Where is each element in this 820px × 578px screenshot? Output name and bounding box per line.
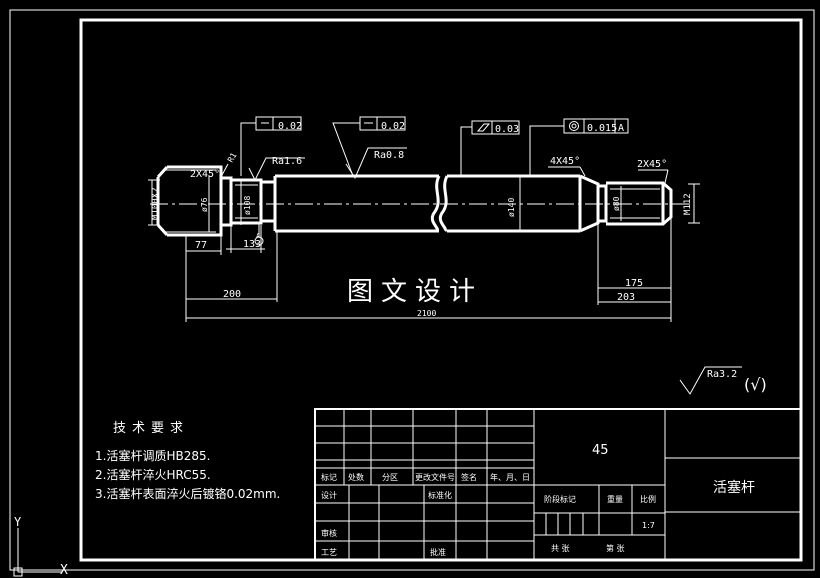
tb-label-total: 共 张 (551, 544, 570, 553)
tb-label-zone: 分区 (382, 473, 398, 482)
dim-m112: M112 (683, 193, 693, 215)
piston-rod-outline (156, 165, 673, 237)
tb-scale-value: 1:7 (642, 521, 655, 530)
dim-dia76: ø76 (200, 197, 209, 212)
tb-label-mark: 标记 (321, 472, 337, 482)
tolerance-4: 0.015 (587, 123, 617, 134)
tb-material: 45 (592, 443, 609, 458)
drawing-annotations: 0.02 0.02 0.03 0.015 A Ra1.6 Ra0.8 2X45°… (151, 121, 693, 318)
tb-label-approve: 批准 (430, 547, 446, 557)
tb-label-standardize: 标准化 (428, 490, 452, 500)
general-roughness: Ra3.2 (707, 369, 737, 380)
tb-label-date: 年、月、日 (490, 472, 530, 482)
tech-req-item-2: 2.活塞杆淬火HRC55. (95, 467, 211, 482)
outer-border (9, 9, 815, 571)
roughness-ra08: Ra0.8 (374, 150, 404, 161)
dim-dia80: ø80 (612, 196, 621, 211)
dimension-lines (148, 163, 700, 322)
chamfer-mid: 4X45° (550, 156, 580, 167)
tb-label-design: 设计 (321, 490, 337, 500)
tb-label-review: 审核 (321, 528, 337, 538)
ucs-x-label: X (60, 563, 68, 578)
dim-200: 200 (223, 289, 241, 300)
tb-label-sheet: 第 张 (606, 543, 625, 553)
tolerance-3: 0.03 (495, 124, 519, 135)
chamfer-small: R1 (226, 151, 239, 164)
thread-lines (163, 169, 660, 233)
datum-a-label: A (256, 232, 261, 240)
ucs-y-label: Y (14, 515, 22, 529)
ucs-icon (13, 528, 62, 577)
dim-133: 133 (243, 239, 261, 250)
tech-req-heading: 技术要求 (113, 421, 189, 436)
chamfer-left: 2X45° (190, 169, 220, 180)
tolerance-1: 0.02 (278, 121, 302, 132)
tb-label-docno: 更改文件号 (415, 472, 455, 482)
dim-dia108: ø108 (243, 196, 252, 215)
tech-req-item-1: 1.活塞杆调质HB285. (95, 448, 210, 463)
dim-dia140: ø140 (507, 198, 516, 217)
title-block (314, 408, 802, 561)
tolerance-4-datum: A (618, 123, 624, 134)
tb-label-count: 处数 (348, 472, 364, 482)
tb-part-name: 活塞杆 (713, 479, 755, 496)
tb-label-signature: 签名 (461, 472, 477, 482)
tb-label-scale: 比例 (640, 494, 656, 504)
dim-total: 2100 (417, 309, 436, 318)
technical-requirements: 技术要求 1.活塞杆调质HB285. 2.活塞杆淬火HRC55. 3.活塞杆表面… (95, 421, 280, 501)
title-block-text: 标记 处数 分区 更改文件号 签名 年、月、日 设计 标准化 审核 工艺 批准 … (321, 443, 755, 557)
tb-label-stage: 阶段标记 (544, 494, 576, 504)
other-roughness: (√) (744, 375, 767, 394)
dim-175: 175 (625, 278, 643, 289)
tb-label-weight: 重量 (607, 494, 623, 504)
tech-req-item-3: 3.活塞杆表面淬火后镀铬0.02mm. (95, 486, 280, 501)
chamfer-right: 2X45° (637, 159, 667, 170)
tolerance-frames (240, 116, 742, 395)
roughness-ra16: Ra1.6 (272, 156, 302, 167)
overlay-title: 图文设计 (347, 277, 483, 307)
dim-77: 77 (195, 240, 207, 251)
tb-label-process: 工艺 (321, 548, 337, 557)
dim-203: 203 (617, 292, 635, 303)
tolerance-2: 0.02 (381, 121, 405, 132)
dim-m100x2: M100X2 (151, 187, 161, 220)
